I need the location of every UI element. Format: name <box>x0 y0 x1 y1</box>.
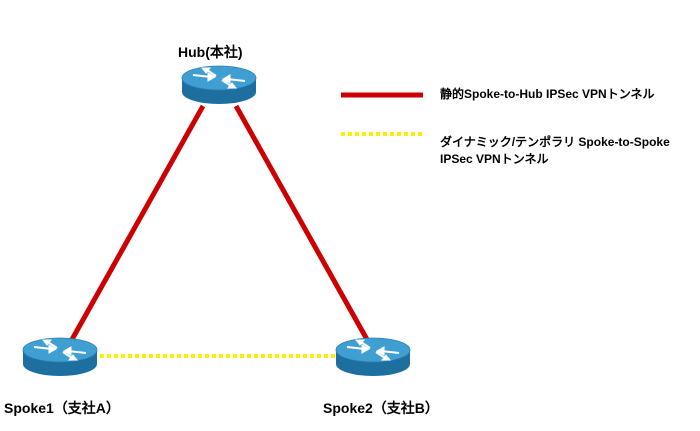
legend-dynamic-label-line2: IPSec VPNトンネル <box>440 152 549 166</box>
legend-static-label: 静的Spoke-to-Hub IPSec VPNトンネル <box>440 87 655 101</box>
spoke1-label: Spoke1（支社A） <box>4 400 120 416</box>
static-tunnel-hub-spoke1 <box>67 104 206 345</box>
router-icon <box>335 337 411 377</box>
spoke2-label: Spoke2（支社B） <box>323 400 439 416</box>
router-icon <box>22 337 98 377</box>
hub-label: Hub(本社) <box>178 44 243 60</box>
static-tunnel-hub-spoke2 <box>233 104 372 345</box>
legend-dynamic-label-line1: ダイナミック/テンポラリ Spoke-to-Spoke <box>440 135 670 149</box>
router-icon <box>181 65 257 105</box>
